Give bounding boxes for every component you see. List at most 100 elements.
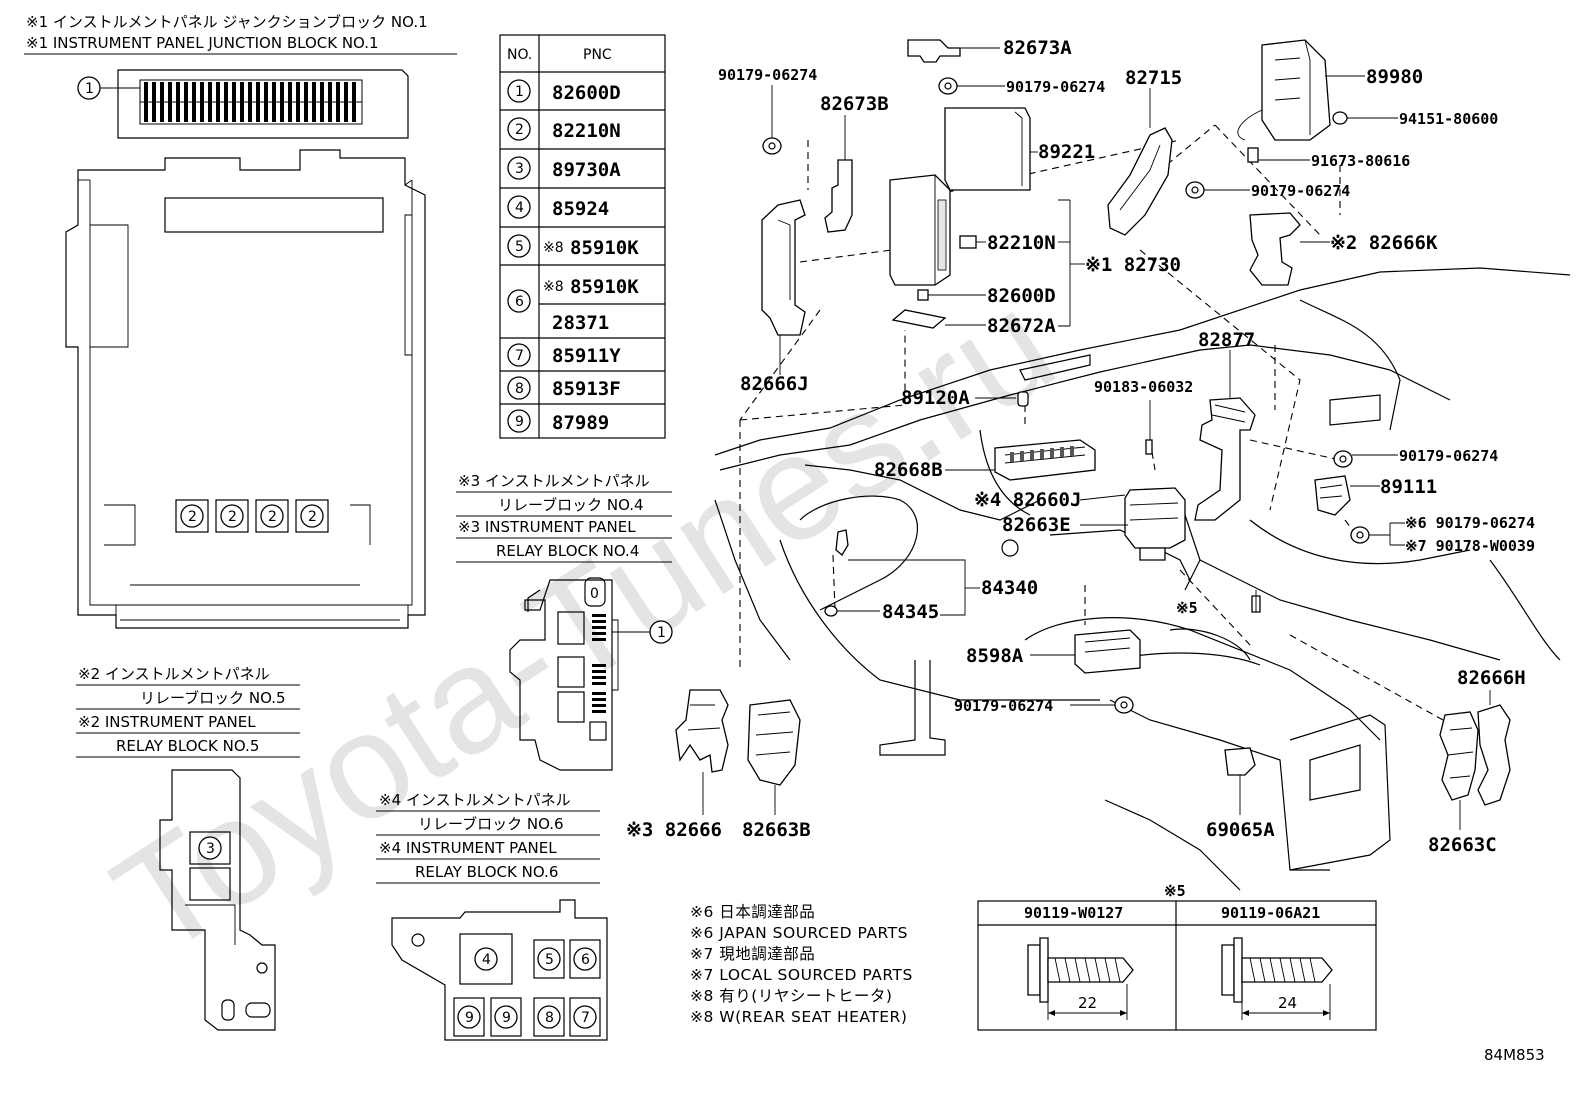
callout-82210N: 82210N <box>987 232 1056 254</box>
part-90179-nut-a: 90179-06274 <box>718 66 817 155</box>
callout-mark-5: ※5 <box>1176 599 1198 617</box>
callout-82660J: ※4 82660J <box>974 489 1081 511</box>
relay-block-4-title-en: ※3 INSTRUMENT PANEL <box>458 518 636 536</box>
callout-82663E: 82663E <box>1002 514 1071 536</box>
callout-90179-06274: 90179-06274 <box>1006 78 1105 96</box>
part-82730: ※1 82730 <box>889 174 1181 327</box>
svg-text:※8: ※8 <box>543 240 564 256</box>
callout-82666H: 82666H <box>1457 667 1526 689</box>
callout-number: 2 <box>268 509 277 525</box>
callout-number: 1 <box>85 81 94 97</box>
svg-text:85911Y: 85911Y <box>552 345 621 367</box>
callout-number: 8 <box>545 1010 554 1026</box>
svg-text:4: 4 <box>515 200 524 216</box>
svg-text:2: 2 <box>515 122 524 138</box>
bolt-table-mark: ※5 <box>1164 882 1186 900</box>
callout-number: 9 <box>502 1010 511 1026</box>
part-82210N: 82210N <box>959 232 1070 254</box>
relay-block-5-title-jp2: リレーブロック NO.5 <box>140 689 286 707</box>
relay-block-4-title-jp: ※3 インストルメントパネル <box>458 472 650 490</box>
pnc-row: 4 85924 <box>507 195 609 220</box>
legend-note: ※7 LOCAL SOURCED PARTS <box>690 966 913 984</box>
callout-number: 3 <box>206 841 215 857</box>
callout-82672A: 82672A <box>987 315 1056 337</box>
relay-block-6-title-jp2: リレーブロック NO.6 <box>418 815 564 833</box>
part-89111: 89111 <box>1314 475 1437 516</box>
callout-69065A: 69065A <box>1206 819 1275 841</box>
junction-block-fuse-slots: 2 2 2 2 <box>175 499 329 533</box>
legend-note: ※8 有り(リヤシートヒータ) <box>690 987 892 1005</box>
pnc-table-header-no: NO. <box>507 47 532 63</box>
pnc-row: 2 82210N <box>507 117 621 142</box>
bolt-90119-06A21: 24 <box>1221 937 1333 1020</box>
svg-text:89730A: 89730A <box>552 159 621 181</box>
relay-block-4-body: 0 1 <box>509 577 673 771</box>
legend-note: ※8 W(REAR SEAT HEATER) <box>690 1008 907 1026</box>
callout-number: 4 <box>482 952 491 968</box>
callout-84340: 84340 <box>981 577 1038 599</box>
relay-block-6-title-jp: ※4 インストルメントパネル <box>379 791 571 809</box>
part-8598A: 8598A <box>966 629 1141 674</box>
callout-94151-80600: 94151-80600 <box>1399 110 1498 128</box>
part-82666H: 82666H <box>1457 667 1526 806</box>
callout-90179-06274: 90179-06274 <box>1251 182 1350 200</box>
bolt-table: ※5 90119-W0127 90119-06A21 22 24 <box>977 882 1377 1031</box>
callout-84345: 84345 <box>882 601 939 623</box>
pnc-table: NO. PNC 1 82600D 2 82210N 3 89730A 4 859… <box>499 34 666 439</box>
dashboard-assembly <box>714 124 1571 891</box>
callout-82666: ※3 82666 <box>626 819 722 841</box>
part-90179-nut-b: 90179-06274 <box>938 77 1105 96</box>
callout-90179-06274: 90179-06274 <box>718 66 817 84</box>
part-94151-80600: 94151-80600 <box>1332 110 1498 128</box>
relay-block-6-title-en: ※4 INSTRUMENT PANEL <box>379 839 557 857</box>
part-89980: 89980 <box>1237 39 1423 141</box>
part-82877: 82877 <box>1194 329 1256 521</box>
part-90179-nut-e: ※6 90179-06274 ※7 90178-W0039 <box>1350 514 1535 555</box>
callout-82715: 82715 <box>1125 67 1182 89</box>
svg-text:85913F: 85913F <box>552 378 621 400</box>
callout-82600D: 82600D <box>987 285 1056 307</box>
svg-text:9: 9 <box>515 414 524 430</box>
svg-text:8: 8 <box>515 381 524 397</box>
pnc-row: 1 82600D <box>507 79 621 104</box>
figure-code: 84M853 <box>1484 1046 1545 1064</box>
part-69065A: 69065A <box>1206 747 1275 841</box>
part-82600D: 82600D <box>917 285 1056 307</box>
pnc-row: 9 87989 <box>507 409 609 434</box>
relay-block-6-body: 4 5 6 9 9 8 7 <box>391 899 608 1041</box>
relay-block-6-title-en2: RELAY BLOCK NO.6 <box>415 863 558 881</box>
junction-block-title-jp: ※1 インストルメントパネル ジャンクションブロック NO.1 <box>26 13 428 31</box>
part-82673B: 82673B <box>820 93 889 233</box>
bolt-length-1: 22 <box>1078 994 1097 1012</box>
legend-note: ※7 現地調達部品 <box>690 945 815 963</box>
bolt-length-2: 24 <box>1278 994 1297 1012</box>
svg-text:85910K: 85910K <box>570 237 639 259</box>
svg-text:3: 3 <box>515 161 524 177</box>
part-84340: 84340 <box>824 529 1038 617</box>
callout-82668B: 82668B <box>874 459 943 481</box>
callout-82666K: ※2 82666K <box>1330 232 1438 254</box>
callout-90179-06274: 90179-06274 <box>954 697 1053 715</box>
callout-number: 7 <box>581 1010 590 1026</box>
pnc-row: 5 ※8 85910K <box>507 234 639 259</box>
callout-90179-06274: 90179-06274 <box>1399 447 1498 465</box>
legend-note: ※6 日本調達部品 <box>690 903 815 921</box>
callout-82663C: 82663C <box>1428 834 1497 856</box>
svg-text:7: 7 <box>515 348 524 364</box>
relay-block-5-body: 3 <box>159 769 276 1031</box>
callout-90183-06032: 90183-06032 <box>1094 378 1193 396</box>
svg-text:5: 5 <box>515 239 524 255</box>
junction-block-section: ※1 インストルメントパネル ジャンクションブロック NO.1 ※1 INSTR… <box>24 13 457 629</box>
part-90183-06032: 90183-06032 <box>1094 378 1193 455</box>
relay-block-5-title-jp: ※2 インストルメントパネル <box>78 665 270 683</box>
svg-text:28371: 28371 <box>552 312 609 334</box>
pnc-row: 7 85911Y <box>507 343 621 367</box>
svg-text:1: 1 <box>515 84 524 100</box>
callout-89111: 89111 <box>1380 476 1437 498</box>
callout-82730: ※1 82730 <box>1085 254 1181 276</box>
callout-number: 6 <box>581 952 590 968</box>
part-82666: ※3 82666 <box>626 689 729 841</box>
callout-82663B: 82663B <box>742 819 811 841</box>
part-82660J: ※4 82660J <box>974 487 1186 561</box>
